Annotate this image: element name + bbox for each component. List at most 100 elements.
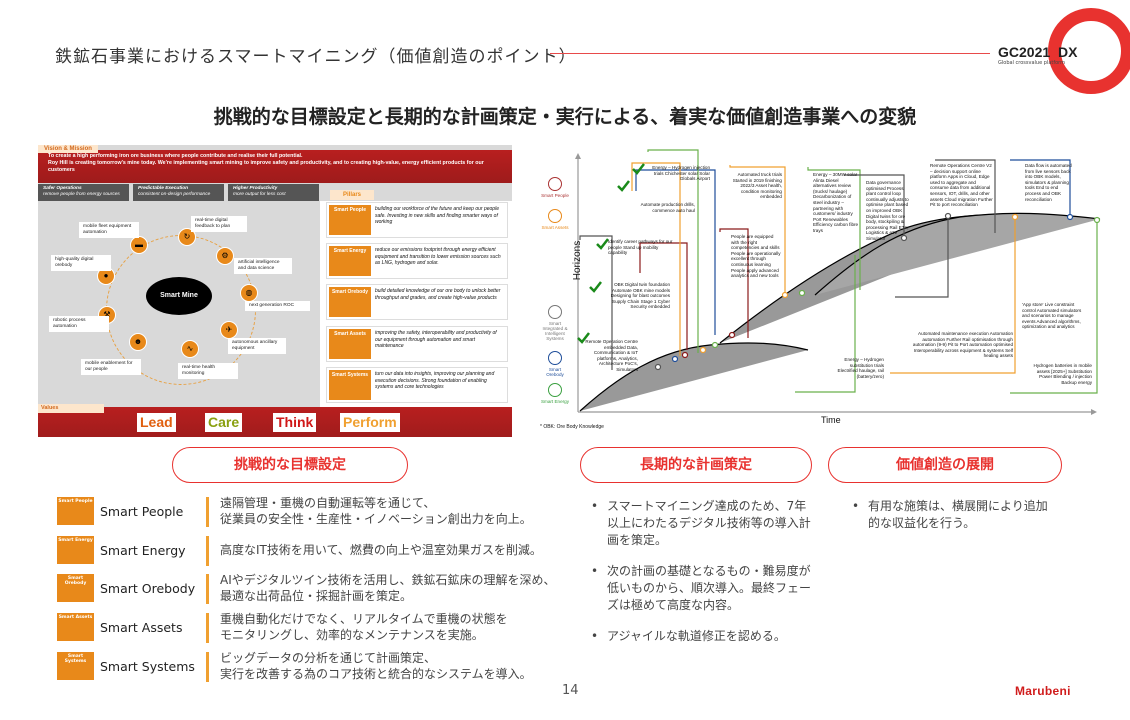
truck-icon: ▬ [130, 236, 148, 254]
systems-connector-3 [895, 216, 949, 298]
gc2021-logo: GC2021»DX [998, 44, 1077, 60]
y-axis-arrow [575, 153, 581, 159]
node-label: mobile enablement for our people [81, 359, 141, 375]
vision-line-2: Roy Hill is creating tomorrow's mine tod… [48, 160, 484, 173]
orebody-connector-2 [1010, 159, 1071, 217]
roadmap-box: Energy – Hydrogen injection trials Chich… [652, 165, 710, 182]
legend-smart-energy: Smart Energy [540, 383, 570, 404]
vision-band: To create a high performing iron ore bus… [38, 150, 512, 183]
energy-connector-2 [807, 167, 861, 290]
assets-connector-3 [890, 217, 1016, 374]
logo-main: GC2021 [998, 44, 1051, 60]
legend-smart-assets: Smart Assets [540, 209, 570, 230]
roadmap-box: Remote Operation Centre embedded Data, C… [585, 339, 638, 372]
node-label: next generation ROC [245, 301, 310, 311]
node-label: robotic process automation [49, 316, 109, 332]
roadmap-box: Remote Operations Centre V2 – decision s… [930, 163, 993, 208]
node-label: high-quality digital orebody [51, 255, 111, 271]
slide-subtitle: 挑戦的な目標設定と長期的な計画策定・実行による、着実な価値創造事業への変貌 [213, 106, 917, 128]
section-goal-setting: 挑戦的な目標設定 [172, 447, 408, 483]
drone-icon: ✈ [220, 321, 238, 339]
node-label: autonomous ancillary equipment [228, 338, 286, 354]
systems-connector-1 [844, 174, 905, 238]
bullet-item: アジャイルな軌道修正を認める。 [591, 628, 816, 645]
energy-connector-3 [795, 255, 856, 393]
assets-connector-2 [729, 165, 786, 295]
smart-assets-icon: Smart Assets [57, 613, 94, 641]
roadmap-box: Energy – 30MW solar Alinta Diesel altern… [813, 172, 859, 233]
value-think: Think [273, 413, 317, 432]
health-monitor-icon: ∿ [181, 340, 199, 358]
roadmap-box: Automated maintenance execution Automati… [912, 331, 1013, 359]
people-connector-2 [719, 228, 749, 338]
logo-dx: DX [1057, 44, 1078, 60]
value-perform: Perform [340, 413, 400, 432]
planning-bullets: スマートマイニング達成のため、7年以上にわたるデジタル技術等の導入計画を策定。 … [591, 498, 816, 645]
y-axis-label: Horizons [572, 240, 584, 281]
horizon-3-area [815, 213, 1100, 295]
values-label: Values [38, 404, 104, 413]
smart-people-icon: Smart People [57, 497, 94, 525]
page-number: 14 [562, 683, 579, 698]
roadmap-box: Identify career pathways for our people … [608, 239, 673, 256]
slide-title: 鉄鉱石事業におけるスマートマイニング（価値創造のポイント） [55, 47, 577, 67]
value-care: Care [205, 413, 243, 432]
roadmap-box: Hydrogen batteries in mobile assets [202… [1033, 363, 1092, 385]
horizon-1-area [580, 342, 808, 411]
roadmap-box: Data governance optimised Process plant … [866, 180, 909, 241]
marubeni-logo: Marubeni [1015, 684, 1071, 698]
pillars-label: Pillars [330, 190, 374, 200]
assets-connector-1 [631, 162, 681, 356]
legend-smart-orebody: Smart Orebody [540, 351, 570, 377]
bullet-item: 有用な施策は、横展開により追加的な収益化を行う。 [852, 498, 1052, 532]
legend-smart-people: Smart People [540, 177, 570, 198]
globe-icon: ◍ [240, 284, 258, 302]
energy-connector-4 [1010, 220, 1098, 394]
orebody-icon: ● [97, 267, 115, 285]
systems-connector-0 [579, 235, 613, 370]
horizons-roadmap-diagram: Horizons Time * OBK: Ore Body Knowledge … [540, 145, 1120, 435]
roadmap-box: Automate production drills, commence aut… [640, 202, 695, 213]
smart-systems-icon: Smart Systems [57, 652, 94, 680]
roadmap-box: Energy – Hydrogen substitution trials El… [837, 357, 884, 379]
node-label: real-time digital feedback to plan [191, 216, 247, 232]
section-value-expansion: 価値創造の展開 [828, 447, 1062, 483]
logo-arrow-icon: » [1050, 44, 1058, 60]
node-label: artificial intelligence and data science [234, 258, 292, 274]
x-axis-arrow [1091, 409, 1097, 415]
horizon-1-curve [579, 342, 809, 412]
smart-energy-icon: Smart Energy [57, 536, 94, 564]
horizon-3-curve [814, 212, 1101, 296]
worker-icon: ☻ [129, 333, 147, 351]
feedback-loop-icon: ↻ [178, 228, 196, 246]
vision-line-1: To create a high performing iron ore bus… [48, 153, 303, 159]
roadmap-graphic [575, 149, 1101, 415]
roadmap-box: Automated truck trials Started in 2019 f… [732, 172, 782, 200]
title-divider [550, 53, 990, 54]
smart-orebody-icon: Smart Orebody [57, 574, 94, 602]
vision-mission-tab: Vision & Mission [38, 145, 98, 153]
people-connector [639, 242, 688, 350]
bullet-item: スマートマイニング達成のため、7年以上にわたるデジタル技術等の導入計画を策定。 [591, 498, 816, 549]
ai-icon: ⚙ [216, 247, 234, 265]
logo-subtitle: Global crossvalue platform [998, 60, 1065, 66]
vision-mission-image: To create a high performing iron ore bus… [38, 145, 512, 437]
section-long-term-planning: 長期的な計画策定 [580, 447, 812, 483]
x-axis-label: Time [821, 415, 841, 425]
energy-connector-1 [647, 149, 699, 353]
smart-mine-center: Smart Mine [146, 277, 212, 315]
node-label: real-time health monitoring [178, 363, 238, 379]
value-lead: Lead [137, 413, 176, 432]
bullet-item: 次の計画の基礎となるもの・難易度が低いものから、順次導入。最終フェーズは極めて高… [591, 563, 816, 614]
footnote: * OBK: Ore Body Knowledge [540, 424, 604, 430]
roadmap-box: OBK Digital twin foundation Automate OBK… [610, 282, 670, 310]
check-icon [632, 163, 645, 175]
legend-smart-systems: Smart Integrated & Intelligent Systems [540, 305, 570, 341]
